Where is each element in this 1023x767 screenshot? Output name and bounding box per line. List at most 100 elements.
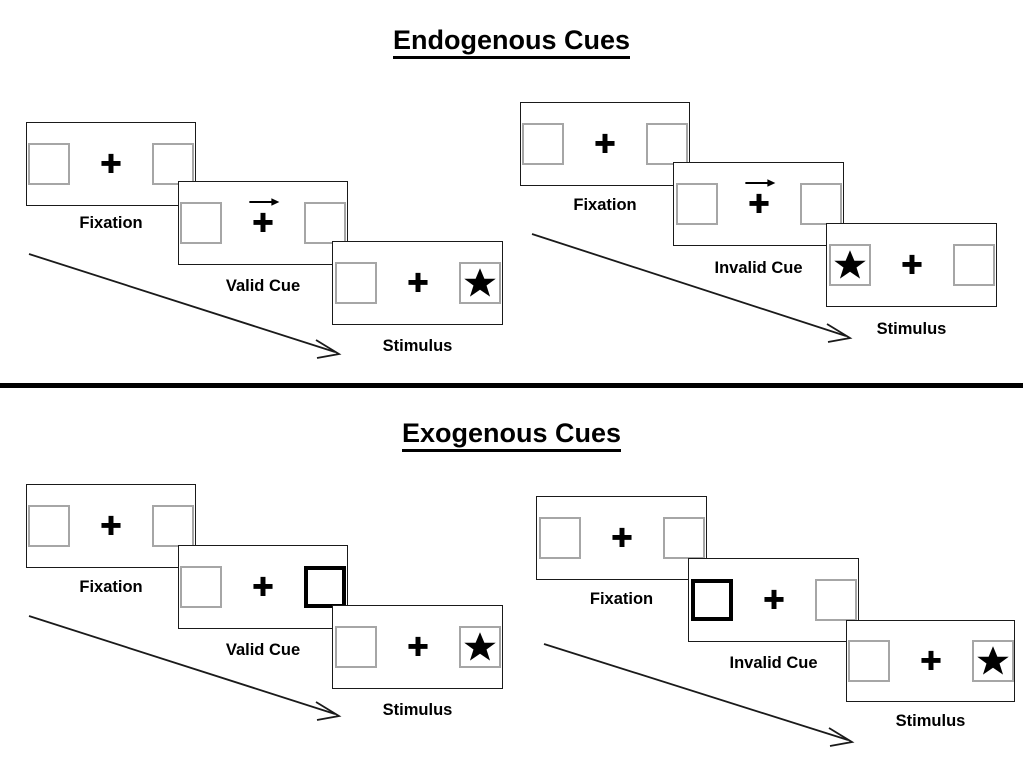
- fixation-slot: [88, 503, 134, 549]
- panel-content: [827, 224, 996, 306]
- panel-content: [27, 123, 195, 205]
- left-placeholder-box: [180, 202, 222, 244]
- caption-endogenous-valid-cue: Valid Cue: [178, 277, 348, 296]
- caption-text: Fixation: [589, 590, 654, 608]
- right-placeholder-box: [458, 626, 501, 668]
- section-title-exogenous: Exogenous Cues: [0, 418, 1023, 452]
- right-placeholder-box-cued: [304, 566, 346, 608]
- fixation-slot: [599, 515, 645, 561]
- panel-endogenous-valid-fixation[interactable]: [26, 122, 196, 206]
- caption-endogenous-invalid-cue: Invalid Cue: [673, 259, 844, 278]
- panel-content: [689, 559, 858, 641]
- fixation-cross-icon: [253, 576, 273, 596]
- caption-endogenous-invalid-fixation: Fixation: [520, 196, 690, 215]
- star-stimulus-icon: [833, 250, 866, 279]
- right-placeholder-box: [152, 143, 194, 185]
- fixation-cross-icon: [901, 254, 922, 274]
- right-placeholder-box: [971, 640, 1014, 682]
- time-flow-arrow-exogenous-valid: [28, 615, 342, 721]
- fixation-cross-icon: [101, 153, 121, 173]
- fixation-slot: [751, 577, 797, 623]
- panel-endogenous-invalid-stimulus[interactable]: [826, 223, 997, 307]
- caption-text: Stimulus: [382, 337, 453, 355]
- fixation-slot: [908, 638, 954, 684]
- left-placeholder-box: [538, 517, 581, 559]
- right-placeholder-box: [952, 244, 995, 286]
- left-placeholder-box: [522, 123, 564, 165]
- caption-text: Stimulus: [382, 701, 453, 719]
- left-placeholder-box: [28, 505, 70, 547]
- panel-content: [847, 621, 1014, 701]
- time-flow-arrow-endogenous-invalid: [531, 233, 853, 343]
- star-stimulus-icon: [463, 268, 496, 297]
- caption-text: Stimulus: [895, 712, 966, 730]
- panel-content: [674, 163, 843, 245]
- fixation-cross-icon: [407, 636, 428, 656]
- panel-endogenous-invalid-cue[interactable]: [673, 162, 844, 246]
- fixation-cross-icon: [920, 650, 941, 670]
- fixation-cross-icon: [611, 527, 632, 547]
- right-placeholder-box: [646, 123, 688, 165]
- caption-endogenous-invalid-stimulus: Stimulus: [826, 320, 997, 339]
- panel-content: [537, 497, 706, 579]
- fixation-slot: [395, 260, 441, 306]
- caption-text: Valid Cue: [225, 641, 301, 659]
- fixation-cross-icon: [101, 515, 121, 535]
- right-placeholder-box: [799, 183, 842, 225]
- panel-endogenous-valid-stimulus[interactable]: [332, 241, 503, 325]
- caption-endogenous-valid-stimulus: Stimulus: [332, 337, 503, 356]
- panel-content: [521, 103, 689, 185]
- panel-exogenous-invalid-stimulus[interactable]: [846, 620, 1015, 702]
- arrow-right-cue-icon: [249, 198, 280, 206]
- time-flow-arrow-exogenous-invalid: [543, 643, 855, 747]
- panel-exogenous-valid-cue[interactable]: [178, 545, 348, 629]
- caption-exogenous-invalid-fixation: Fixation: [536, 590, 707, 609]
- fixation-slot: [240, 198, 286, 246]
- left-placeholder-box: [675, 183, 718, 225]
- panel-exogenous-invalid-cue[interactable]: [688, 558, 859, 642]
- caption-text: Fixation: [79, 214, 143, 232]
- caption-text: Fixation: [79, 578, 143, 596]
- right-placeholder-box: [662, 517, 705, 559]
- panel-content: [179, 182, 347, 264]
- time-flow-arrow-endogenous-valid: [28, 253, 342, 359]
- caption-text: Stimulus: [876, 320, 947, 338]
- panel-endogenous-valid-cue[interactable]: [178, 181, 348, 265]
- left-placeholder-box: [334, 626, 377, 668]
- panel-exogenous-valid-stimulus[interactable]: [332, 605, 503, 689]
- fixation-cross-icon: [748, 193, 769, 213]
- caption-text: Fixation: [573, 196, 637, 214]
- panel-endogenous-invalid-fixation[interactable]: [520, 102, 690, 186]
- left-placeholder-box: [28, 143, 70, 185]
- fixation-cross-icon: [253, 212, 273, 232]
- left-placeholder-box: [334, 262, 377, 304]
- fixation-cross-icon: [763, 589, 784, 609]
- fixation-slot: [88, 141, 134, 187]
- section-title-exogenous-text: Exogenous Cues: [401, 418, 622, 452]
- right-placeholder-box: [152, 505, 194, 547]
- arrow-right-cue-icon: [744, 179, 775, 187]
- star-stimulus-icon: [463, 632, 496, 661]
- panel-exogenous-valid-fixation[interactable]: [26, 484, 196, 568]
- left-placeholder-box: [180, 566, 222, 608]
- caption-exogenous-valid-cue: Valid Cue: [178, 641, 348, 660]
- caption-exogenous-valid-stimulus: Stimulus: [332, 701, 503, 720]
- panel-content: [333, 242, 502, 324]
- panel-content: [333, 606, 502, 688]
- caption-exogenous-invalid-stimulus: Stimulus: [846, 712, 1015, 731]
- fixation-slot: [889, 242, 935, 288]
- fixation-slot: [582, 121, 628, 167]
- left-placeholder-box-cued: [690, 579, 733, 621]
- section-title-endogenous-text: Endogenous Cues: [392, 25, 630, 59]
- panel-exogenous-invalid-fixation[interactable]: [536, 496, 707, 580]
- fixation-slot: [395, 624, 441, 670]
- section-divider: [0, 383, 1023, 388]
- caption-text: Invalid Cue: [714, 259, 803, 277]
- panel-content: [27, 485, 195, 567]
- right-placeholder-box: [304, 202, 346, 244]
- section-title-endogenous: Endogenous Cues: [0, 25, 1023, 59]
- caption-text: Valid Cue: [225, 277, 301, 295]
- star-stimulus-icon: [976, 646, 1009, 675]
- fixation-slot: [736, 179, 782, 227]
